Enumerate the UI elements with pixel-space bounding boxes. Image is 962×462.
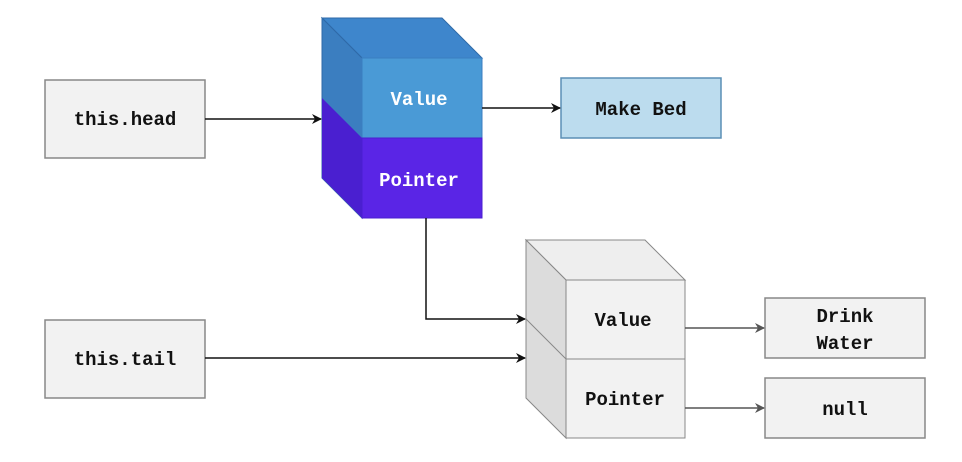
node1-pointer-to-node2-arrow	[425, 218, 526, 324]
head-label: this.head	[74, 109, 177, 131]
node1-side-pointer	[322, 98, 362, 218]
drink-water-line2: Water	[816, 333, 873, 355]
node2-pointer-label: Pointer	[585, 389, 665, 411]
node1-value-label: Value	[390, 89, 447, 111]
node2-pointer-face	[565, 358, 686, 439]
drink-water-box: Drink Water	[764, 297, 926, 359]
node1-pointer-face	[361, 137, 483, 219]
null-label: null	[822, 399, 868, 421]
node1-cube: Value Pointer	[320, 16, 484, 220]
node2-value-label: Value	[594, 310, 651, 332]
node2-value-face	[565, 279, 686, 360]
node2-cube: Value Pointer	[524, 238, 687, 440]
tail-label: this.tail	[74, 349, 177, 371]
head-box: this.head	[44, 79, 206, 159]
drink-water-line1: Drink	[816, 306, 873, 328]
node1-pointer-label: Pointer	[379, 170, 459, 192]
make-bed-label: Make Bed	[595, 99, 686, 121]
tail-box: this.tail	[44, 319, 206, 399]
make-bed-box: Make Bed	[560, 77, 722, 139]
null-box: null	[764, 377, 926, 439]
node1-value-face	[361, 57, 483, 139]
